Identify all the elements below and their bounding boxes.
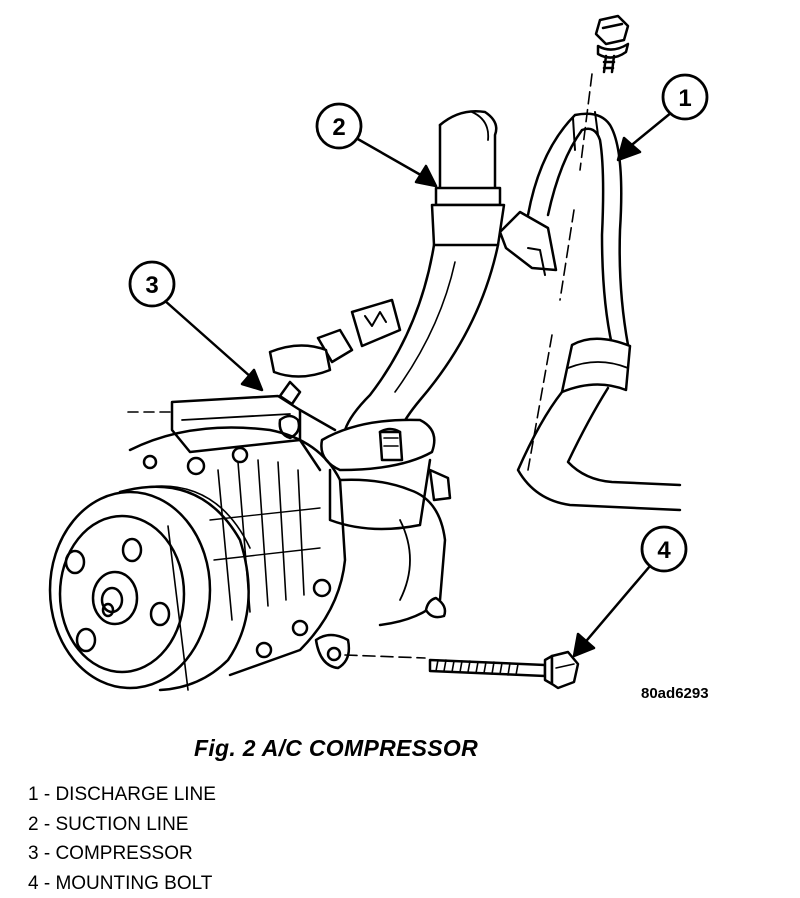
clutch-pulley (50, 486, 250, 690)
figure-caption: Fig. 2 A/C COMPRESSOR (194, 735, 478, 762)
discharge-line (500, 112, 680, 510)
compressor-illustration: 1 2 3 4 (0, 0, 800, 720)
figure-reference-code: 80ad6293 (641, 685, 709, 702)
suction-line (345, 111, 504, 430)
legend-item-mounting-bolt: 4 - MOUNTING BOLT (28, 869, 216, 898)
clutch-connector (270, 300, 400, 404)
callout-1: 1 (663, 75, 707, 119)
legend-item-suction-line: 2 - SUCTION LINE (28, 810, 216, 840)
callout-2: 2 (317, 104, 361, 148)
svg-text:4: 4 (657, 537, 671, 564)
svg-text:1: 1 (678, 85, 691, 112)
legend-item-compressor: 3 - COMPRESSOR (28, 839, 216, 869)
legend-item-discharge-line: 1 - DISCHARGE LINE (28, 780, 216, 810)
mounting-bolt (345, 652, 578, 688)
callout-3: 3 (130, 262, 174, 306)
callout-4: 4 (642, 527, 686, 571)
svg-text:2: 2 (332, 114, 345, 141)
legend-list: 1 - DISCHARGE LINE 2 - SUCTION LINE 3 - … (28, 780, 216, 898)
svg-text:3: 3 (145, 272, 158, 299)
